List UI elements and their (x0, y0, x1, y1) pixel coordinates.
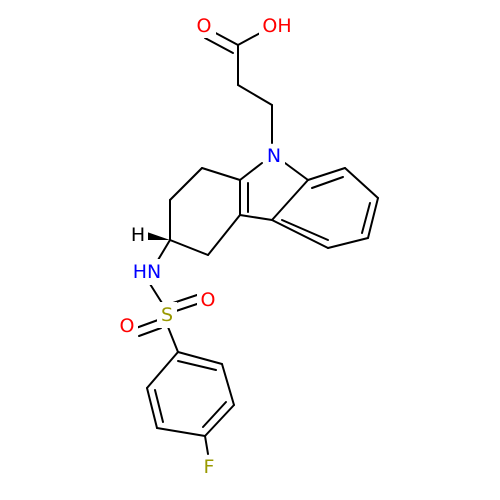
bond-aryl-5 (156, 427, 206, 437)
bond-benzo-3-inner (361, 202, 371, 234)
bond-chain-2 (237, 84, 273, 106)
bond-aryl-6 (146, 387, 158, 429)
bond-benzo-1 (307, 167, 346, 181)
atom-label-hydroxyl: OH (262, 15, 291, 37)
bond-benzo-4 (327, 237, 369, 249)
bond-aryl-2-inner (177, 360, 217, 371)
bond-aryl-4 (204, 404, 235, 437)
bond-aryl-6-inner (154, 389, 164, 423)
atom-label-sulfonamide-nh: HN (133, 261, 162, 283)
bond-s-o-right-2 (175, 302, 201, 312)
bond-c3-nh (157, 239, 171, 261)
bond-layer (135, 29, 379, 455)
bond-aryl-2 (177, 351, 223, 365)
bond-benzo-2 (344, 167, 379, 199)
bond-n-c8a (284, 162, 309, 181)
bond-s-aryl (167, 326, 179, 353)
bond-stereo-wedge (147, 232, 170, 240)
atom-label-carbonyl-oxygen: O (197, 15, 212, 37)
bond-n-c9a (239, 162, 263, 181)
bond-c-oh (237, 31, 263, 46)
bond-s-o-left-2 (138, 327, 162, 337)
bond-aryl-4-inner (202, 401, 227, 428)
atom-label-stereo-hydrogen: H (131, 224, 145, 246)
bond-c9a-c1 (201, 167, 241, 181)
bond-aryl-3 (221, 363, 235, 406)
bond-s-o-left-1 (135, 319, 159, 329)
bond-c4a-c4b (239, 214, 273, 221)
bond-c4-c4a (207, 214, 241, 256)
atom-label-layer: O OH N H HN S O O F (116, 13, 297, 479)
bond-c3-c4 (169, 239, 209, 256)
bond-benzo-5 (271, 219, 329, 249)
bond-carbonyl-double-2 (204, 37, 234, 54)
atom-label-sulfonyl-oxygen-left: O (120, 315, 135, 337)
bond-c1-c2 (169, 167, 203, 201)
atom-label-sulfonyl-oxygen-right: O (201, 289, 216, 311)
bond-c4b-c8a (271, 179, 309, 221)
bond-s-o-right-1 (172, 294, 198, 304)
atom-label-ring-nitrogen: N (267, 145, 281, 167)
bond-benzo-3 (367, 197, 379, 239)
bond-nh-s (149, 283, 163, 304)
bond-benzo-1-inner (311, 176, 344, 189)
bond-aryl-1 (146, 351, 179, 389)
bond-c-f (204, 435, 209, 455)
bond-benzo-5-inner (281, 219, 329, 241)
atom-label-fluorine: F (204, 456, 215, 478)
atom-label-sulfur: S (161, 304, 173, 326)
